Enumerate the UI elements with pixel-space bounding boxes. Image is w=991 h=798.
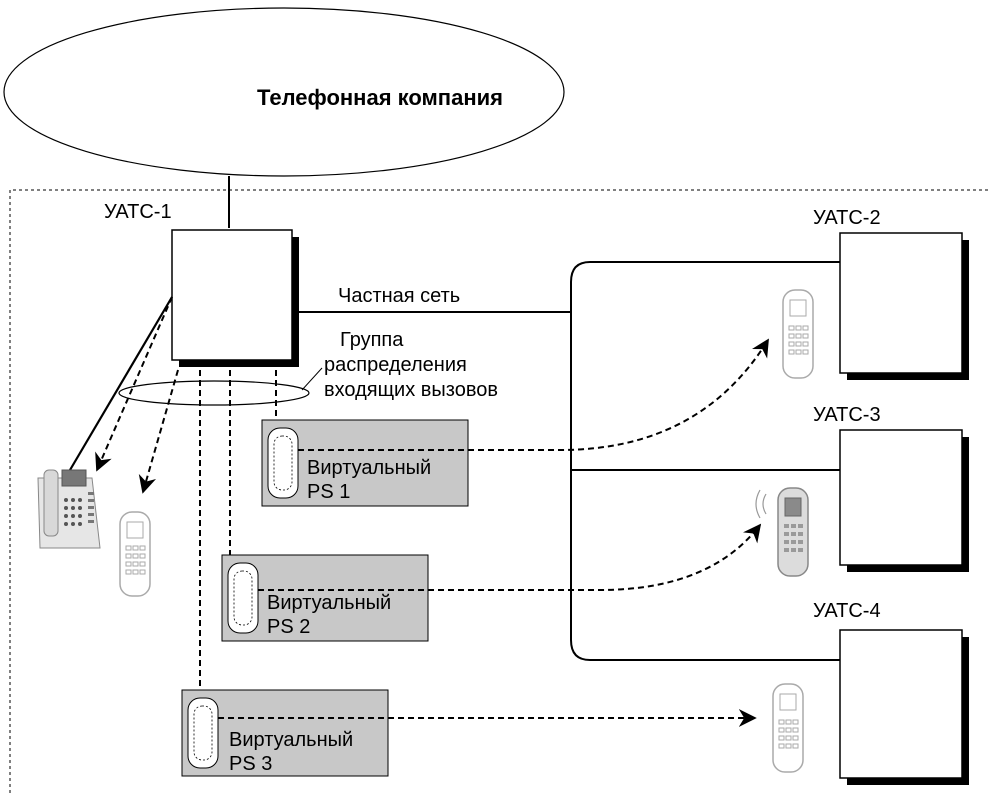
pbx2-box <box>839 232 963 374</box>
pbx3-label: УАТС-3 <box>813 404 881 426</box>
route-vps1-to-pbx2 <box>298 338 769 451</box>
virtual-ps1-label-2: PS 1 <box>307 481 350 503</box>
virtual-ps2-label-2: PS 2 <box>267 616 310 638</box>
desk-phone-icon <box>37 469 101 549</box>
virtual-ps1-handset-inner <box>273 435 293 491</box>
pbx2-handset-icon <box>782 289 814 379</box>
telephone-company-label: Телефонная компания <box>257 85 503 110</box>
virtual-ps2-handset-inner <box>233 570 253 626</box>
icd-group-label-3: входящих вызовов <box>324 379 498 401</box>
pbx1-label: УАТС-1 <box>104 201 172 223</box>
virtual-ps1-handset-icon <box>267 427 299 499</box>
pbx4-label: УАТС-4 <box>813 600 881 622</box>
virtual-ps2-handset-icon <box>227 562 259 634</box>
dash-to-desk-phone <box>95 296 173 472</box>
pbx3-ringing-handset-icon <box>755 487 809 577</box>
virtual-ps1-label-1: Виртуальный <box>307 457 431 479</box>
icd-group-ellipse <box>118 380 310 406</box>
pbx4-box <box>839 629 963 779</box>
icd-group-label-1: Группа <box>340 329 404 351</box>
site-boundary <box>9 189 991 793</box>
dash-to-handset <box>138 369 179 494</box>
virtual-ps2-label-1: Виртуальный <box>267 592 391 614</box>
pbx3-box <box>839 429 963 566</box>
portable-station-icon <box>119 511 151 597</box>
private-network-bus <box>570 261 840 661</box>
pbx1-box <box>171 229 293 361</box>
virtual-ps3-label-2: PS 3 <box>229 753 272 775</box>
virtual-ps3-label-1: Виртуальный <box>229 729 353 751</box>
pbx2-label: УАТС-2 <box>813 207 881 229</box>
telephone-company-ellipse <box>3 7 565 177</box>
icd-group-label-2: распределения <box>324 354 467 376</box>
icd-group-leader <box>301 367 323 391</box>
desk-phone-line <box>69 296 173 471</box>
route-vps2-to-pbx3 <box>258 523 762 591</box>
virtual-ps3-handset-inner <box>193 705 213 761</box>
pbx4-handset-icon <box>772 683 804 773</box>
virtual-ps3-handset-icon <box>187 697 219 769</box>
private-network-label: Частная сеть <box>338 285 460 307</box>
